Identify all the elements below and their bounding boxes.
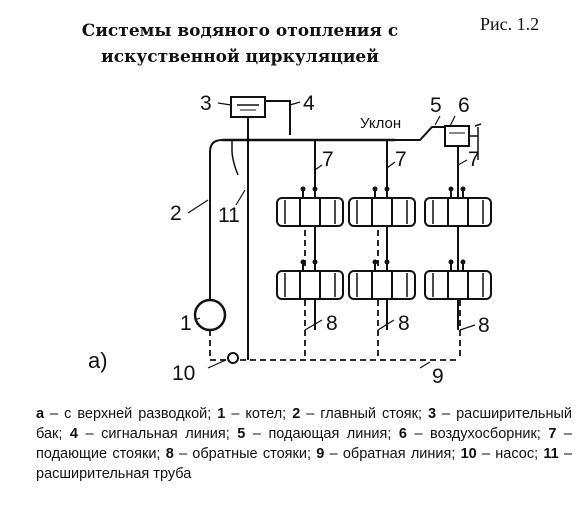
caption-text-11: – расширительная труба — [36, 446, 573, 482]
radiator — [276, 186, 344, 227]
label-7-riser-3: 7 — [468, 148, 480, 171]
signal-line — [265, 100, 291, 135]
label-3: 3 — [200, 92, 212, 115]
label-10: 10 — [172, 362, 195, 385]
caption-text-1: – котел; — [225, 406, 293, 422]
radiator — [424, 259, 492, 300]
leader-lines — [187, 101, 476, 369]
radiator — [276, 259, 344, 300]
caption-key-11: 11 — [543, 446, 559, 462]
figure-caption: а – с верхней разводкой; 1 – котел; 2 – … — [36, 404, 572, 484]
figure-label: Рис. 1.2 — [480, 14, 540, 34]
main-riser — [209, 139, 223, 300]
radiator — [348, 259, 416, 300]
caption-key-2: 2 — [292, 406, 301, 422]
title-line-2: искуственной циркуляцией — [101, 47, 379, 67]
label-8-riser-2: 8 — [398, 312, 410, 335]
caption-text-6: – воздухосборник; — [406, 426, 549, 442]
pump — [227, 352, 239, 364]
caption-text-2: – главный стояк; — [300, 406, 428, 422]
caption-text-9: – обратная линия; — [324, 446, 461, 462]
caption-key-8: 8 — [165, 446, 174, 462]
caption-key-9: 9 — [316, 446, 325, 462]
caption-key-7: 7 — [548, 426, 557, 442]
caption-text-a: – с верхней разводкой; — [44, 406, 218, 422]
caption-text-8: – обратные стояки; — [173, 446, 317, 462]
label-5: 5 — [430, 94, 442, 117]
caption-key-4: 4 — [69, 426, 78, 442]
caption-text-3: – расширительный бак; — [36, 406, 572, 442]
label-1: 1 — [180, 312, 192, 335]
caption-key-a: а — [36, 406, 45, 422]
caption-text-10: – насос; — [476, 446, 544, 462]
label-9: 9 — [432, 365, 444, 388]
radiator — [348, 186, 416, 227]
boiler — [193, 298, 227, 332]
label-6: 6 — [458, 94, 470, 117]
caption-key-1: 1 — [217, 406, 226, 422]
caption-text-7: – подающие стояки; — [36, 426, 572, 462]
caption-key-10: 10 — [460, 446, 477, 462]
caption-text-5: – подающая линия; — [245, 426, 399, 442]
diagram-title: Системы водяного отопления с искуственно… — [40, 18, 440, 70]
expansion-tank — [230, 96, 266, 118]
subfigure-label: а) — [88, 348, 108, 373]
label-4: 4 — [303, 92, 315, 115]
heating-system-diagram: 3 4 Уклон 5 6 7 7 7 2 11 1 8 8 8 а) 10 9 — [88, 92, 492, 388]
slope-label: Уклон — [360, 115, 401, 132]
radiators — [276, 186, 492, 300]
label-8-riser-3: 8 — [478, 314, 490, 337]
label-2: 2 — [170, 202, 182, 225]
label-8-riser-1: 8 — [326, 312, 338, 335]
caption-key-6: 6 — [398, 426, 407, 442]
title-line-1: Системы водяного отопления с — [81, 21, 399, 41]
radiator — [424, 186, 492, 227]
caption-text-4: – сигнальная линия; — [78, 426, 238, 442]
label-7-riser-1: 7 — [322, 148, 334, 171]
caption-key-5: 5 — [237, 426, 246, 442]
label-11: 11 — [218, 204, 240, 227]
supply-line-slope — [395, 126, 445, 141]
label-7-riser-2: 7 — [395, 148, 407, 171]
caption-key-3: 3 — [428, 406, 437, 422]
